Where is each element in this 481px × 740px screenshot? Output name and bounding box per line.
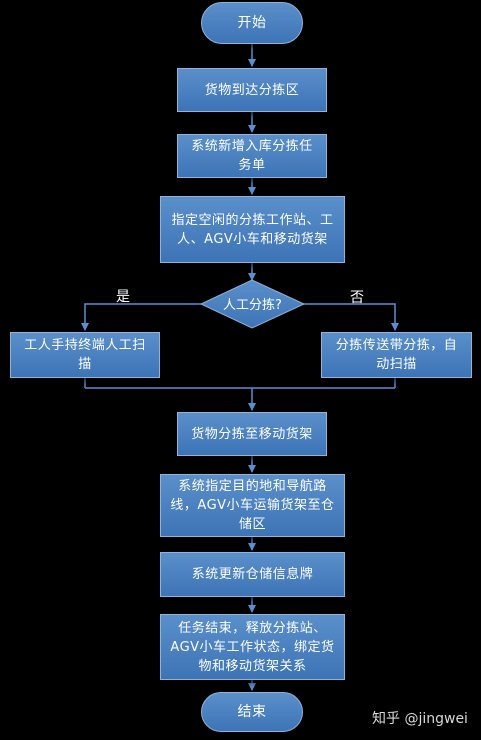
arrow-decision-yes: [81, 303, 201, 331]
branch-manual-scan-label: 工人手持终端人工扫描: [24, 338, 146, 372]
start-label: 开始: [237, 14, 267, 31]
step-sort-to-rack-label: 货物分拣至移动货架: [191, 426, 313, 442]
branch-conveyor-scan-label: 分拣传送带分拣，自动扫描: [335, 338, 458, 372]
decision-diamond: [199, 279, 306, 329]
yes-label: 是: [116, 289, 130, 305]
branch-manual-scan: 工人手持终端人工扫描: [10, 332, 160, 378]
step-goods-arrive-label: 货物到达分拣区: [204, 82, 300, 98]
branch-conveyor-scan: 分拣传送带分拣，自动扫描: [321, 332, 472, 378]
step-update-info-label: 系统更新仓储信息牌: [191, 567, 314, 582]
step-goods-arrive: 货物到达分拣区: [177, 68, 327, 112]
start-node: 开始: [201, 2, 303, 44]
step-task-end: 任务结束，释放分拣站、AGV小车工作状态，绑定货物和移动货架关系: [160, 614, 345, 680]
step-update-info: 系统更新仓储信息牌: [160, 552, 345, 597]
step-assign-resources-label: 指定空闲的分拣工作站、工人、AGV小车和移动货架: [171, 212, 334, 247]
step-sort-to-rack: 货物分拣至移动货架: [177, 412, 327, 456]
arrow-decision-no: [303, 303, 399, 331]
end-label: 结束: [237, 703, 267, 720]
no-label: 否: [350, 290, 364, 306]
end-node: 结束: [201, 692, 303, 732]
step-assign-resources: 指定空闲的分拣工作站、工人、AGV小车和移动货架: [160, 196, 345, 263]
watermark: 知乎 @jingwei: [372, 711, 468, 727]
step-create-task-label: 系统新增入库分拣任务单: [191, 139, 313, 173]
step-agv-transport: 系统指定目的地和导航路线，AGV小车运输货架至仓储区: [160, 474, 345, 537]
step-task-end-label: 任务结束，释放分拣站、AGV小车工作状态，绑定货物和移动货架关系: [170, 620, 335, 674]
step-create-task: 系统新增入库分拣任务单: [177, 134, 327, 178]
step-agv-transport-label: 系统指定目的地和导航路线，AGV小车运输货架至仓储区: [170, 479, 335, 532]
decision-label: 人工分拣?: [223, 298, 282, 313]
